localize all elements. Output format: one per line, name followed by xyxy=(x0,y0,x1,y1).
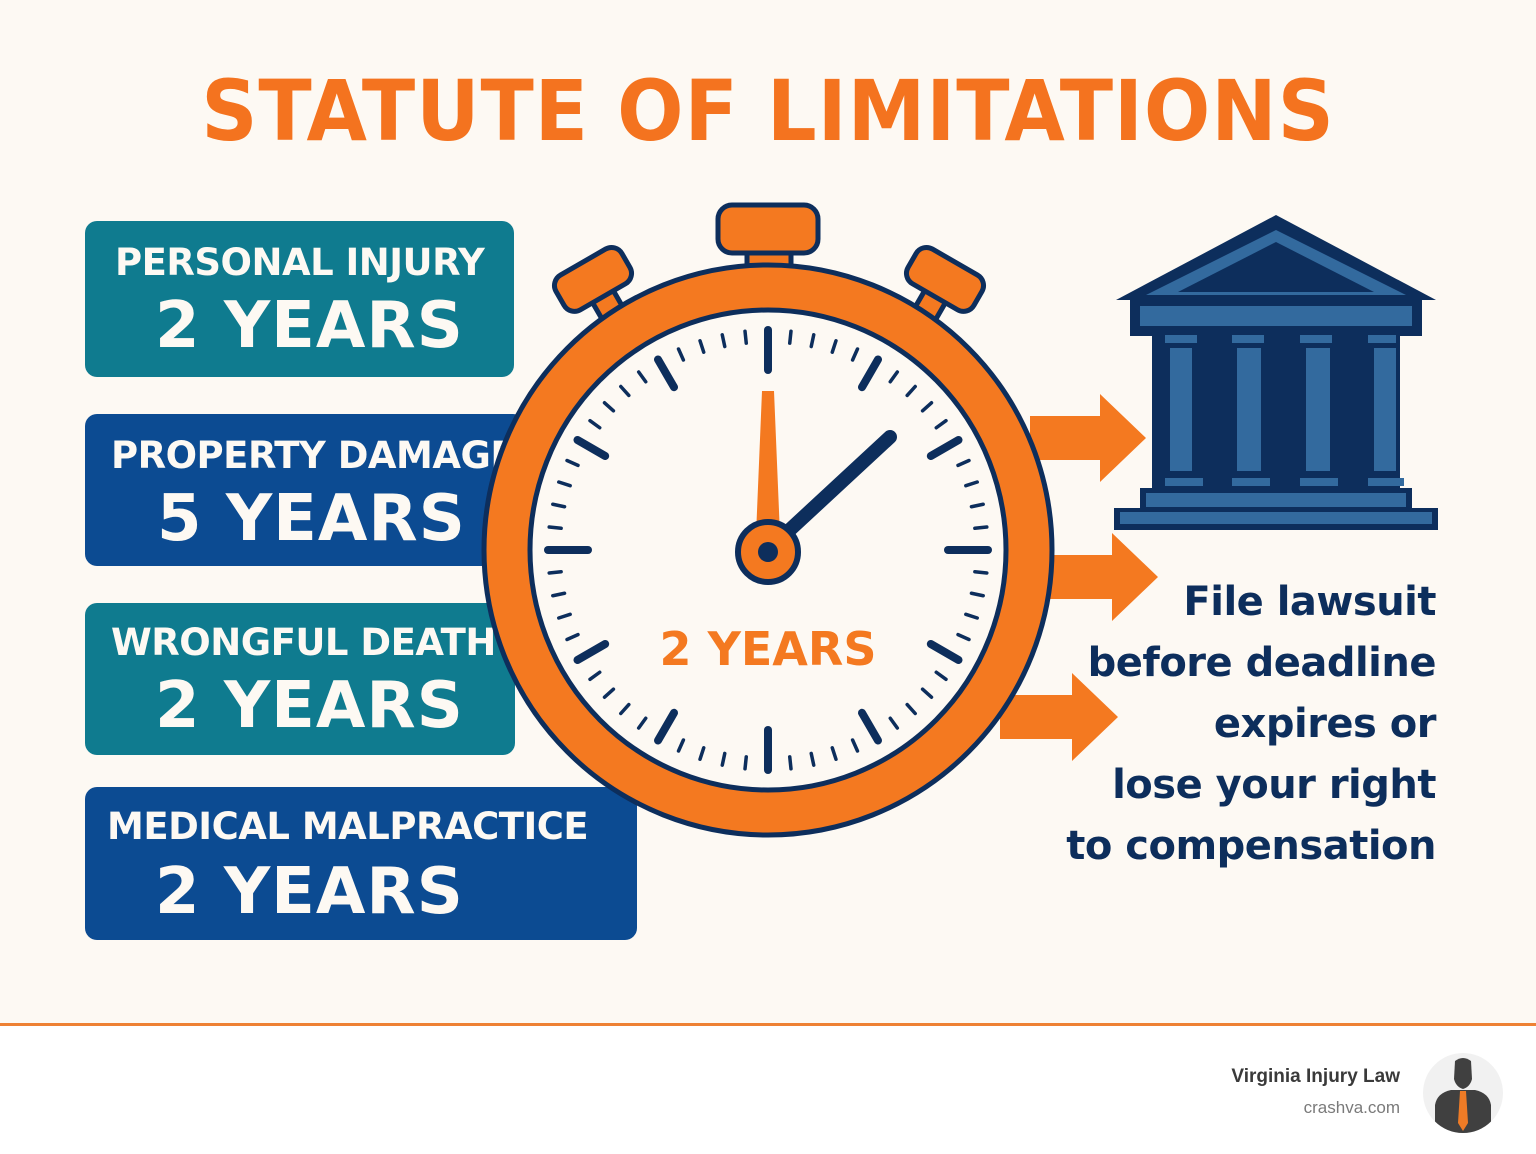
card-value: 2 YEARS xyxy=(155,855,464,929)
courthouse-icon xyxy=(1114,215,1438,530)
card-medical-malpractice: MEDICAL MALPRACTICE 2 YEARS xyxy=(85,787,637,940)
card-personal-injury: PERSONAL INJURY 2 YEARS xyxy=(85,221,514,377)
card-label: PERSONAL INJURY xyxy=(115,241,485,284)
message-line: File lawsuit xyxy=(1183,579,1436,625)
footer xyxy=(0,1026,1536,1154)
card-property-damage: PROPERTY DAMAGE 5 YEARS xyxy=(85,414,525,566)
message-line: lose your right xyxy=(1112,762,1436,808)
stopwatch-icon: 2 YEARS xyxy=(481,202,1055,838)
deadline-message: File lawsuit before deadline expires or … xyxy=(1066,572,1436,877)
footer-divider xyxy=(0,1023,1536,1026)
card-value: 2 YEARS xyxy=(155,669,464,743)
card-label: PROPERTY DAMAGE xyxy=(111,434,516,477)
stopwatch-label: 2 YEARS xyxy=(660,622,877,676)
arrow-right-icon xyxy=(1000,394,1158,761)
card-value: 2 YEARS xyxy=(155,289,464,363)
message-line: to compensation xyxy=(1066,823,1436,869)
card-value: 5 YEARS xyxy=(157,482,466,556)
card-label: WRONGFUL DEATH xyxy=(111,621,496,664)
brand-name: Virginia Injury Law xyxy=(1231,1066,1400,1087)
page-title: STATUTE OF LIMITATIONS xyxy=(201,62,1335,160)
brand-url[interactable]: crashva.com xyxy=(1303,1098,1400,1117)
message-line: before deadline xyxy=(1087,640,1437,686)
message-line: expires or xyxy=(1213,701,1437,747)
card-wrongful-death: WRONGFUL DEATH 2 YEARS xyxy=(85,603,515,755)
lawyer-avatar-icon xyxy=(1423,1053,1503,1133)
card-label: MEDICAL MALPRACTICE xyxy=(107,805,589,848)
